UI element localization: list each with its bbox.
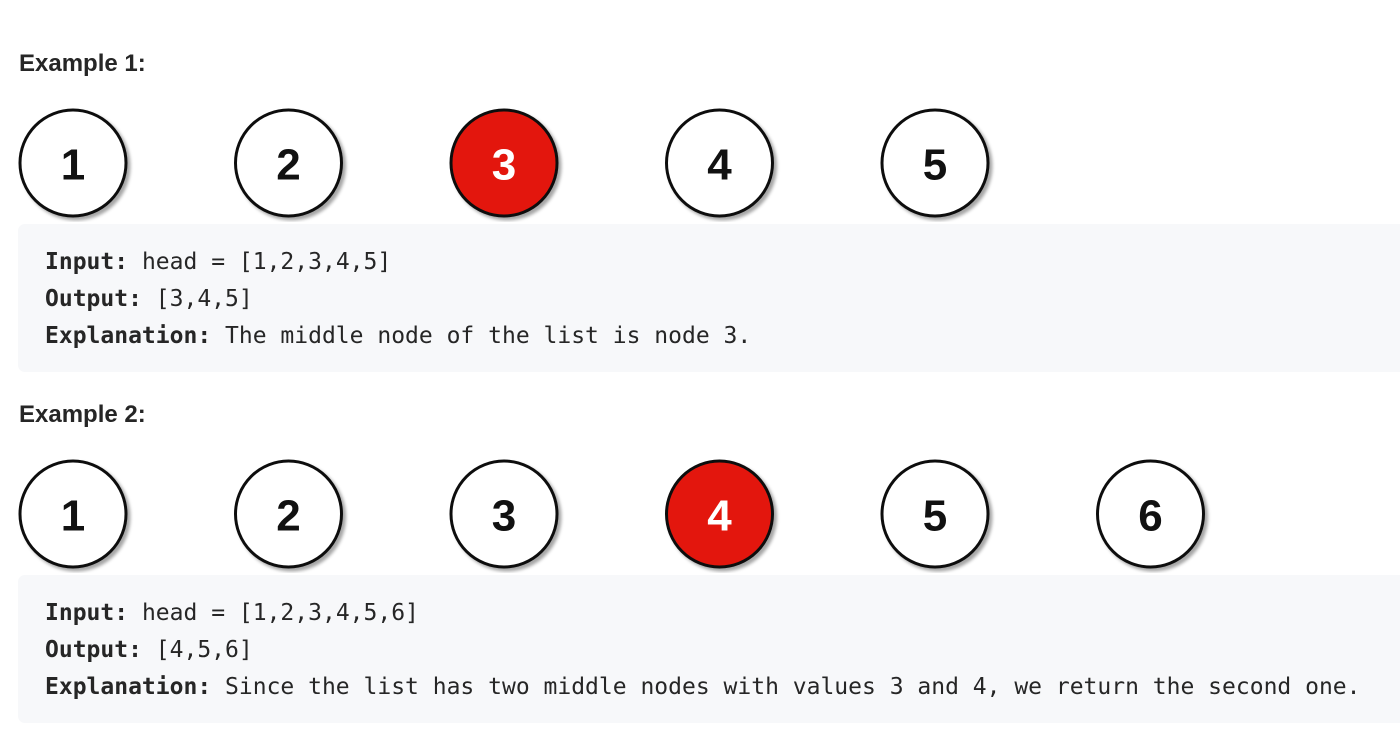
node-circle bbox=[449, 459, 559, 569]
list-node-highlighted: 3 bbox=[449, 108, 559, 218]
output-label: Output: bbox=[45, 286, 142, 312]
example-2-explanation-line: Explanation: Since the list has two midd… bbox=[45, 669, 1400, 706]
output-value: [3,4,5] bbox=[155, 286, 253, 312]
list-node-highlighted: 4 bbox=[665, 459, 774, 569]
list-node: 5 bbox=[880, 108, 990, 218]
example-2-code-block: Input: head = [1,2,3,4,5,6] Output: [4,5… bbox=[18, 575, 1400, 723]
linked-list-diagram-1: 1 2 3 4 5 bbox=[18, 108, 990, 218]
input-label: Input: bbox=[45, 600, 129, 626]
list-node: 5 bbox=[880, 459, 990, 569]
node-value: 2 bbox=[276, 492, 300, 541]
node-value: 2 bbox=[276, 141, 300, 190]
list-node: 4 bbox=[665, 108, 774, 218]
node-circle bbox=[18, 108, 128, 218]
example-2-output-line: Output: [4,5,6] bbox=[45, 632, 1400, 669]
explanation-label: Explanation: bbox=[45, 323, 212, 349]
example-1-title: Example 1: bbox=[19, 50, 146, 77]
node-value: 1 bbox=[61, 141, 85, 190]
list-node: 6 bbox=[1096, 459, 1205, 569]
node-value: 6 bbox=[1138, 492, 1162, 541]
node-circle bbox=[880, 459, 990, 569]
example-1-input-line: Input: head = [1,2,3,4,5] bbox=[45, 244, 1400, 281]
input-value: head = [1,2,3,4,5] bbox=[141, 249, 392, 275]
example-1-code-block: Input: head = [1,2,3,4,5] Output: [3,4,5… bbox=[18, 224, 1400, 372]
linked-list-diagram-2: 1 2 3 4 5 6 bbox=[18, 459, 1205, 569]
list-node: 1 bbox=[18, 459, 128, 569]
input-label: Input: bbox=[45, 249, 129, 275]
node-value: 5 bbox=[923, 492, 947, 541]
node-circle bbox=[880, 108, 990, 218]
list-node: 2 bbox=[234, 459, 343, 569]
list-node: 2 bbox=[234, 108, 343, 218]
example-1-explanation-line: Explanation: The middle node of the list… bbox=[45, 318, 1400, 355]
node-value: 1 bbox=[61, 492, 85, 541]
explanation-value: The middle node of the list is node 3. bbox=[225, 323, 752, 349]
example-2-title: Example 2: bbox=[19, 401, 146, 428]
list-node: 3 bbox=[449, 459, 559, 569]
list-node: 1 bbox=[18, 108, 128, 218]
node-circle bbox=[665, 108, 774, 218]
node-value: 3 bbox=[492, 141, 516, 190]
node-value: 5 bbox=[923, 141, 947, 190]
input-value: head = [1,2,3,4,5,6] bbox=[141, 600, 419, 626]
node-circle bbox=[18, 459, 128, 569]
node-circle bbox=[449, 108, 559, 218]
explanation-value: Since the list has two middle nodes with… bbox=[225, 674, 1361, 700]
example-1-output-line: Output: [3,4,5] bbox=[45, 281, 1400, 318]
explanation-label: Explanation: bbox=[45, 674, 212, 700]
node-value: 4 bbox=[707, 141, 732, 190]
node-value: 4 bbox=[707, 492, 732, 541]
node-circle bbox=[234, 459, 343, 569]
node-value: 3 bbox=[492, 492, 516, 541]
node-circle bbox=[1096, 459, 1205, 569]
node-circle bbox=[234, 108, 343, 218]
output-label: Output: bbox=[45, 637, 142, 663]
example-2-input-line: Input: head = [1,2,3,4,5,6] bbox=[45, 595, 1400, 632]
node-circle bbox=[665, 459, 774, 569]
output-value: [4,5,6] bbox=[155, 637, 253, 663]
